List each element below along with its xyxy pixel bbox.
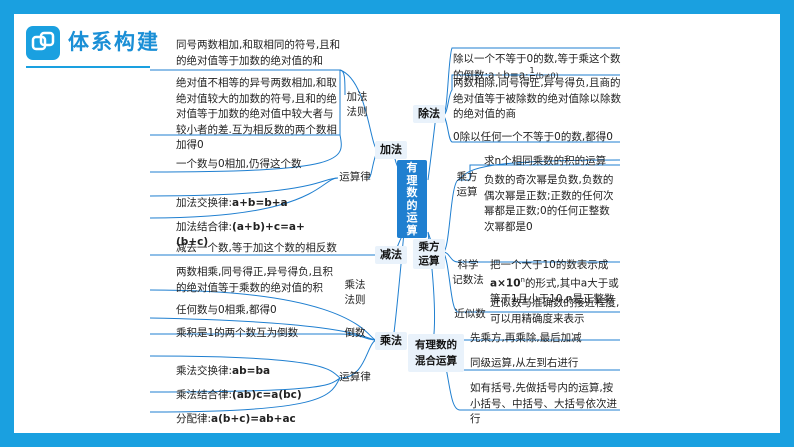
mixed-rule-1: 先乘方,再乘除,最后加减 (470, 332, 582, 344)
connector-mul-rules (149, 289, 377, 341)
sci-rule-part-b: 的形式,其中a大于或等于1且小于10,n是正整数 (490, 277, 619, 306)
approximation-rule: 近似数与准确数的接近程度,可以用精确度来表示 (490, 297, 620, 325)
addition-law-1: 加法交换律:a+b=b+a (176, 180, 336, 211)
addition-rule-label: 加法 法则 (346, 91, 368, 118)
multiplication-law-1-name: 乘法交换律: (176, 364, 233, 377)
sci-exponent: n (520, 276, 525, 284)
addition-law-1-name: 加法交换律: (176, 196, 233, 209)
multiplication-rule-1: 两数相乘,同号得正,异号得负,且积的绝对值等于乘数的绝对值的积 (176, 266, 334, 294)
sci-rule-part-a: 把一个大于10的数表示成 (490, 258, 609, 271)
division-rule-2: 两数相除,同号得正,异号得负,且商的绝对值等于被除数的绝对值除以除数的绝对值的商 (453, 77, 621, 120)
fraction-denominator: b (529, 75, 535, 84)
mixed-node: 有理数的 混合运算 (408, 334, 464, 372)
reciprocal-rule: 乘积是1的两个数互为倒数 (176, 327, 299, 339)
scientific-notation-label: 科学 记数法 (452, 259, 484, 286)
connector-power-def (457, 159, 621, 181)
connector-power-sign (458, 164, 620, 181)
sci-formula: a×10 (490, 277, 521, 290)
multiplication-law-3-formula: a(b+c)=ab+ac (211, 412, 296, 425)
addition-law-2: 加法结合律:(a+b)+c=a+(b+c) (176, 204, 336, 251)
center-node: 有 理 数 的 运 算 (397, 160, 427, 238)
multiplication-law-2: 乘法结合律:(ab)c=a(bc) (176, 372, 326, 403)
fraction-numerator: 1 (529, 66, 535, 76)
addition-law-1-formula: a+b=b+a (232, 196, 288, 209)
connector-add-law-a (149, 177, 339, 197)
mixed-rule-3: 如有括号,先做括号内的运算,按小括号、中括号、大括号依次进行 (470, 382, 617, 425)
connector-mul-law-b (149, 377, 341, 393)
power-sign-rule: 负数的奇次幂是负数,负数的偶次幂是正数;正数的任何次幂都是正数;0的任何正整数次… (484, 174, 614, 233)
addition-rule-3: 一个数与0相加,仍得这个数 (176, 158, 302, 170)
connector-add-law-b (149, 177, 339, 219)
multiplication-law-label: 运算律 (339, 371, 371, 383)
addition-rule-2: 绝对值不相等的异号两数相加,和取绝对值较大的加数的符号,且和的绝对值等于加数的绝… (176, 77, 337, 151)
scientific-notation-rule: 把一个大于10的数表示成 a×10n的形式,其中a大于或等于1且小于10,n是正整… (490, 242, 624, 308)
multiplication-law-3: 分配律:a(b+c)=ab+ac (176, 396, 326, 427)
addition-node: 加法 (375, 141, 407, 159)
connector-mul-law-a (149, 355, 341, 379)
addition-law-2-name: 加法结合律: (176, 220, 233, 233)
multiplication-law-2-formula: (ab)c=a(bc) (232, 388, 302, 401)
approximation-label: 近似数 (454, 308, 486, 320)
multiplication-rule-label: 乘法 法则 (344, 279, 366, 306)
power-node: 乘方 运算 (413, 239, 445, 269)
multiplication-law-3-name: 分配律: (176, 412, 212, 425)
power-definition: 求n个相同乘数的积的运算 (484, 155, 607, 167)
multiplication-node: 乘法 (375, 332, 407, 350)
division-node: 除法 (413, 105, 445, 123)
connector-add-rule-label (339, 69, 346, 96)
division-rule-1-text: 除以一个不等于0的数,等于乘这个数的倒数:a÷b=a· (453, 52, 621, 82)
subtraction-rule: 减去一个数,等于加这个数的相反数 (176, 242, 337, 254)
connector-center-division (427, 114, 437, 181)
addition-law-2-formula: (a+b)+c=a+(b+c) (176, 220, 305, 249)
reciprocal-label: 倒数 (344, 327, 366, 339)
link-icon (26, 26, 60, 60)
title-underline (26, 66, 150, 68)
page-title: 体系构建 (68, 30, 160, 54)
addition-rule-1: 同号两数相加,和取相同的符号,且和的绝对值等于加数的绝对值的和 (176, 39, 341, 67)
connector-mul-law-c (149, 377, 341, 413)
connector-add-rule-c (149, 134, 342, 173)
multiplication-law-1-formula: ab=ba (232, 364, 271, 377)
multiplication-law-1: 乘法交换律:ab=ba (176, 348, 326, 379)
mixed-rule-2: 同级运算,从左到右进行 (470, 357, 579, 369)
division-rule-3: 0除以任何一个不等于0的数,都得0 (453, 131, 613, 143)
connector-mul-reciprocal (150, 333, 377, 341)
division-condition: (b≠0) (535, 71, 559, 81)
addition-law-label: 运算律 (339, 171, 371, 183)
power-sub-label: 乘方 运算 (456, 171, 478, 198)
connector-mul-laws (339, 339, 377, 379)
multiplication-law-2-name: 乘法结合律: (176, 388, 233, 401)
subtraction-node: 减法 (375, 246, 407, 264)
multiplication-rule-2: 任何数与0相乘,都得0 (176, 304, 277, 316)
